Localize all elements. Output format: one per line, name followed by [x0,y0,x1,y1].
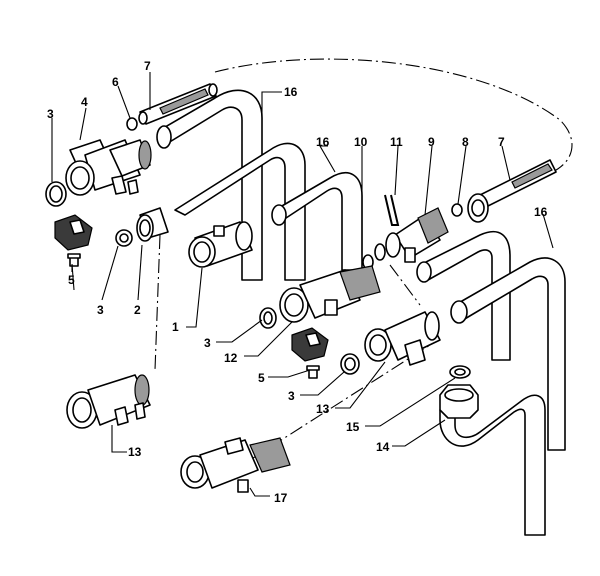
stud-7-right [467,159,557,223]
assembly-line-upper-arc [214,58,573,176]
washer-3-center [259,307,277,329]
callout-14: 14 [376,440,390,454]
coupling-12 [279,265,381,323]
washer-3-small [115,229,133,247]
nut-14 [439,384,479,419]
callout-3-upper-left: 3 [47,107,54,121]
callout-7-upper: 7 [144,59,151,73]
callout-2: 2 [134,303,141,317]
fitting-9 [374,207,449,263]
callout-8: 8 [462,135,469,149]
callout-16-upper: 16 [284,85,298,99]
callout-13-lower: 13 [128,445,142,459]
callout-17: 17 [274,491,288,505]
leader-lines [51,72,554,497]
washer-15 [449,365,471,379]
callout-1: 1 [172,320,179,334]
callout-10: 10 [354,135,368,149]
screw-5-center [306,365,320,379]
o-ring-8 [451,203,463,217]
callout-5-center: 5 [258,371,265,385]
washer-3-upper-left [45,181,67,207]
assembly-line-left-vertical [154,234,161,371]
tee-fitting-13-lower [66,374,151,429]
o-ring-6 [126,117,138,131]
callout-9: 9 [428,135,435,149]
pipe-14-lower [439,394,546,536]
callout-12: 12 [224,351,238,365]
bracket-5-left [54,214,93,251]
callout-3-lower: 3 [288,389,295,403]
pipe-16-upper [156,89,306,281]
bracket-5-center [291,327,329,362]
washer-3-lower [340,353,360,375]
callout-4: 4 [81,95,88,109]
callout-15: 15 [346,420,360,434]
assembly-line-lower-right [389,264,421,306]
tee-fitting-4 [65,139,152,196]
callout-16-right: 16 [534,205,548,219]
callout-5-left: 5 [68,273,75,287]
nut-2 [136,207,169,242]
valve-17 [180,437,291,493]
callout-3-center: 3 [204,336,211,350]
ball-valve-1 [188,221,253,268]
pipe-16-right [416,230,566,451]
pipe-16-middle [271,172,363,271]
tee-fitting-13-center [364,311,441,366]
callout-3-small: 3 [97,303,104,317]
clip-11 [384,194,400,226]
callout-13-center: 13 [316,402,330,416]
callout-11: 11 [390,135,403,149]
callout-6: 6 [112,75,119,89]
screw-5-left [67,253,81,267]
stud-7-upper [138,83,218,125]
callout-7-right: 7 [498,135,505,149]
callout-16-middle: 16 [316,135,330,149]
